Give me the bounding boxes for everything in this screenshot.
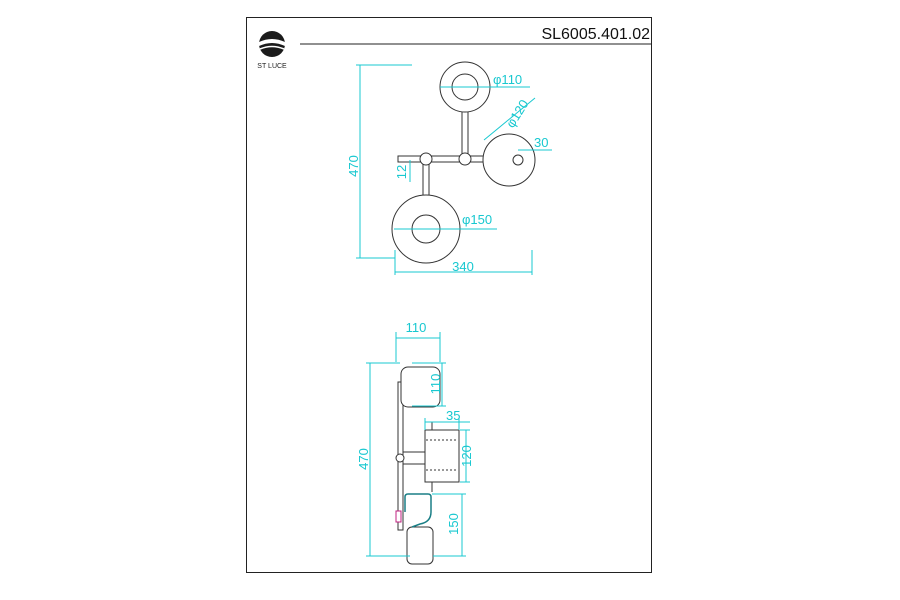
- bottom-shade-height-label: 150: [446, 513, 461, 535]
- side-joint: [395, 453, 405, 463]
- wall-canopy: [424, 429, 460, 483]
- side-view-dimensions: [366, 332, 470, 557]
- bottom-shade-bracket: [404, 493, 432, 528]
- drawing-sheet: [246, 17, 652, 573]
- brand-name: ST LUCE: [257, 63, 287, 70]
- front-total-width-label: 340: [452, 259, 474, 274]
- bottom-shade-side: [406, 526, 434, 565]
- canopy-depth-label: 35: [446, 408, 460, 423]
- top-shade-side: [400, 366, 441, 408]
- canopy-height-label: 120: [459, 445, 474, 467]
- side-view: [395, 366, 460, 565]
- top-shade-height-label: 110: [428, 374, 443, 395]
- side-connector: [402, 451, 426, 465]
- side-total-height-label: 470: [356, 448, 371, 470]
- medium-shade-diameter-label: φ120: [503, 97, 532, 130]
- top-shade-projection-label: 110: [406, 320, 427, 335]
- arm-thickness-label: 12: [394, 165, 409, 179]
- left-joint: [419, 152, 433, 166]
- front-view: [391, 61, 536, 264]
- front-total-height-label: 470: [346, 155, 361, 177]
- large-shade-diameter-label: φ150: [462, 212, 492, 227]
- small-shade-diameter-label: φ110: [493, 72, 522, 87]
- bottom-shade-clip: [395, 510, 402, 523]
- medium-shade-socket: [512, 154, 524, 166]
- header: ST LUCE SL6005.401.02: [257, 26, 652, 70]
- center-joint: [458, 152, 472, 166]
- medium-shade-depth-label: 30: [534, 135, 548, 150]
- brand-logo-icon: [259, 31, 285, 57]
- model-number: SL6005.401.02: [541, 26, 650, 43]
- front-view-dimensions: [356, 64, 552, 275]
- medium-shade: [482, 133, 536, 187]
